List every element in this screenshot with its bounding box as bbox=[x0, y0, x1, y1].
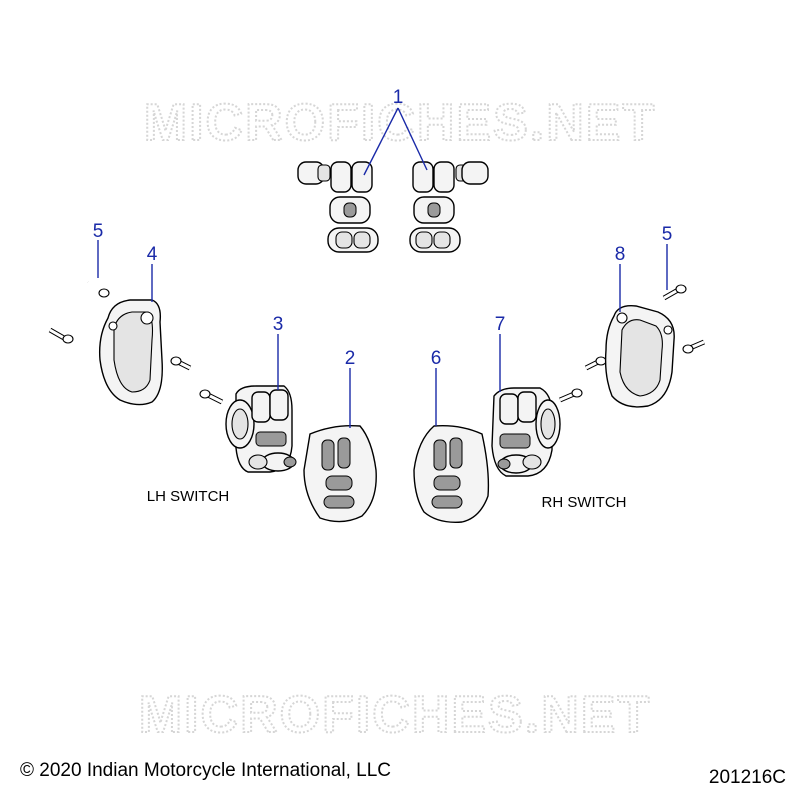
part-6-rh-bezel bbox=[413, 424, 490, 523]
callout-6: 6 bbox=[431, 348, 442, 369]
callout-1: 1 bbox=[393, 87, 404, 108]
part-2-lh-bezel bbox=[303, 424, 377, 523]
part-1-button-caps bbox=[297, 161, 489, 253]
watermark-bottom: MICROFICHES.NET bbox=[139, 686, 651, 744]
diagram-code: 201216C bbox=[708, 767, 786, 788]
callout-5-right: 5 bbox=[662, 224, 673, 245]
part-5-screw-right bbox=[662, 284, 687, 301]
part-4-lh-cover bbox=[98, 299, 163, 406]
rh-cover-screws bbox=[559, 339, 705, 403]
copyright-notice: © 2020 Indian Motorcycle International, … bbox=[20, 760, 391, 781]
part-7-rh-switch-assembly bbox=[491, 387, 561, 477]
callout-8: 8 bbox=[615, 244, 626, 265]
callout-5-left: 5 bbox=[93, 221, 104, 242]
callout-2: 2 bbox=[345, 348, 356, 369]
callout-3: 3 bbox=[273, 314, 284, 335]
part-8-rh-cover bbox=[604, 305, 675, 408]
rh-switch-label: RH SWITCH bbox=[542, 494, 627, 511]
lh-switch-label: LH SWITCH bbox=[147, 488, 230, 505]
part-5-screw-left bbox=[87, 280, 110, 298]
lh-cover-screws bbox=[48, 327, 224, 405]
callout-7: 7 bbox=[495, 314, 506, 335]
part-3-lh-switch-assembly bbox=[225, 385, 297, 473]
watermark-top: MICROFICHES.NET bbox=[144, 94, 656, 152]
callout-4: 4 bbox=[147, 244, 158, 265]
